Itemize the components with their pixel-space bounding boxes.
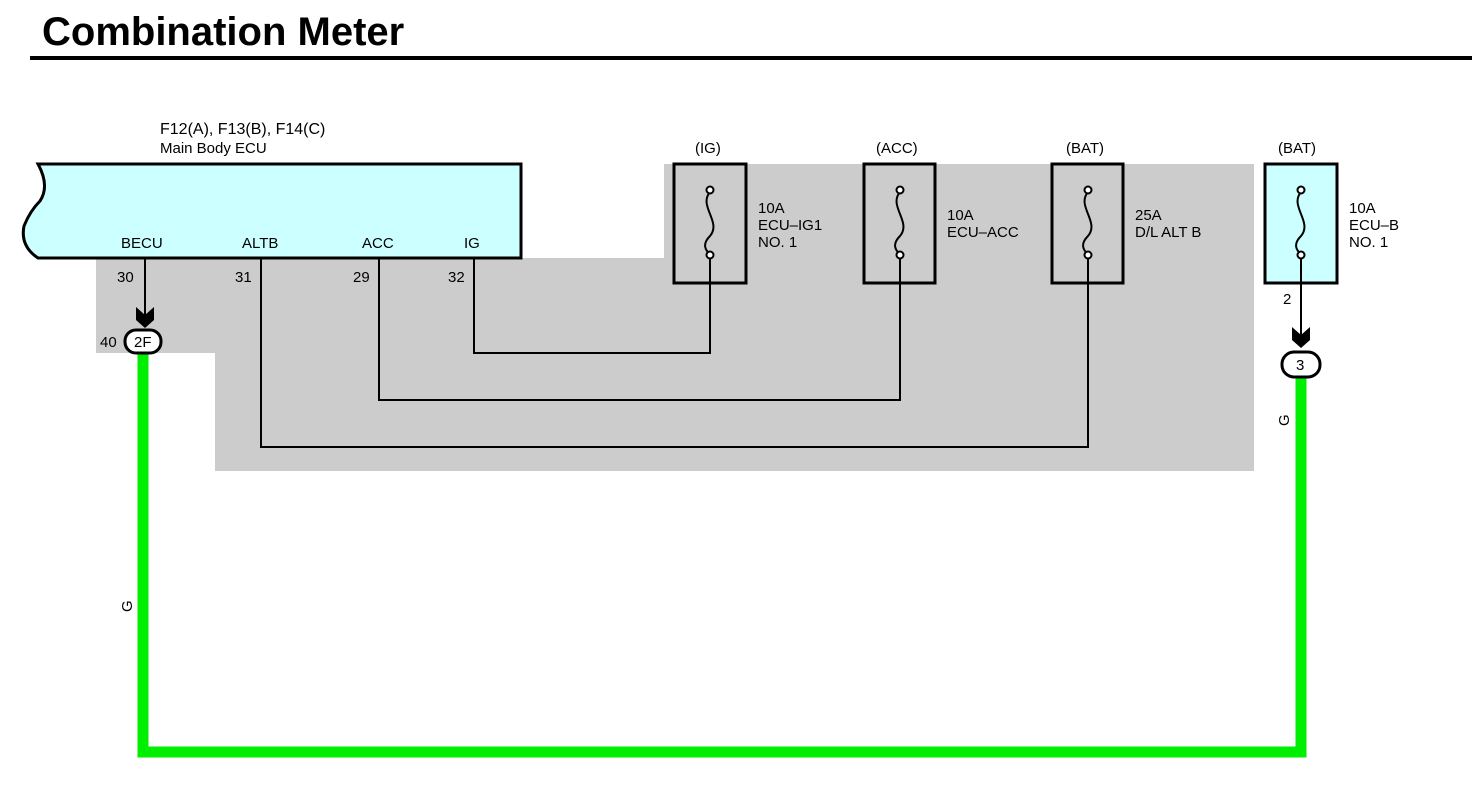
fuse-dl-alt-b-source: (BAT) bbox=[1066, 140, 1104, 157]
fuse-ecu-acc-source: (ACC) bbox=[876, 140, 918, 157]
page-title: Combination Meter bbox=[42, 10, 405, 54]
connector-2f bbox=[123, 328, 163, 355]
fuse-ecu-acc-rating: 10A bbox=[947, 207, 974, 224]
pin-31: 31 bbox=[235, 269, 252, 286]
fuse-ecu-ig1-extra: NO. 1 bbox=[758, 234, 797, 251]
ecu-connector-label: F12(A), F13(B), F14(C) bbox=[160, 121, 325, 138]
pin-30: 30 bbox=[117, 269, 134, 286]
fuse-ecu-b-symbol bbox=[1295, 185, 1306, 260]
connector-3 bbox=[1280, 350, 1322, 379]
fuse-dl-alt-b-rating: 25A bbox=[1135, 207, 1162, 224]
fuse-ecu-b-out-pin: 2 bbox=[1283, 291, 1291, 308]
fuse-ecu-b-name: ECU–B bbox=[1349, 217, 1399, 234]
black-wires bbox=[144, 258, 1302, 448]
wire-color-label-right: G bbox=[1276, 414, 1293, 426]
arrow-ecu-b bbox=[1292, 327, 1310, 348]
green-wire bbox=[137, 352, 1307, 758]
fuse-ecu-ig1-source: (IG) bbox=[695, 140, 721, 157]
terminal-ig-label: IG bbox=[464, 235, 480, 252]
main-body-ecu-box bbox=[21, 162, 523, 260]
fuse-ecu-b-source: (BAT) bbox=[1278, 140, 1316, 157]
wire-acc bbox=[378, 258, 901, 401]
fuse-ecu-ig1-name: ECU–IG1 bbox=[758, 217, 822, 234]
fuse-ecu-b-extra: NO. 1 bbox=[1349, 234, 1388, 251]
fuse-ecu-acc-symbol bbox=[894, 185, 905, 260]
terminal-altb-label: ALTB bbox=[242, 235, 278, 252]
wire-altb bbox=[260, 258, 1089, 448]
arrow-becu bbox=[136, 307, 154, 328]
wire-color-label-left: G bbox=[119, 600, 136, 612]
fuse-ecu-b-rating: 10A bbox=[1349, 200, 1376, 217]
pin-32: 32 bbox=[448, 269, 465, 286]
connector-2f-label: 2F bbox=[134, 334, 152, 351]
connector-2f-pin: 40 bbox=[100, 334, 117, 351]
fuse-ecu-ig1-rating: 10A bbox=[758, 200, 785, 217]
wire-ig bbox=[473, 258, 711, 354]
terminal-acc-label: ACC bbox=[362, 235, 394, 252]
fuse-ecu-acc-name: ECU–ACC bbox=[947, 224, 1019, 241]
fuse-dl-alt-b-symbol bbox=[1082, 185, 1093, 260]
pin-29: 29 bbox=[353, 269, 370, 286]
connector-3-label: 3 bbox=[1296, 357, 1304, 374]
title-rule bbox=[30, 56, 1472, 60]
ecu-name-label: Main Body ECU bbox=[160, 140, 267, 157]
fuse-dl-alt-b-name: D/L ALT B bbox=[1135, 224, 1201, 241]
junction-box-region bbox=[96, 164, 1254, 471]
terminal-becu-label: BECU bbox=[121, 235, 163, 252]
fuse-ecu-ig1-symbol bbox=[704, 185, 715, 260]
